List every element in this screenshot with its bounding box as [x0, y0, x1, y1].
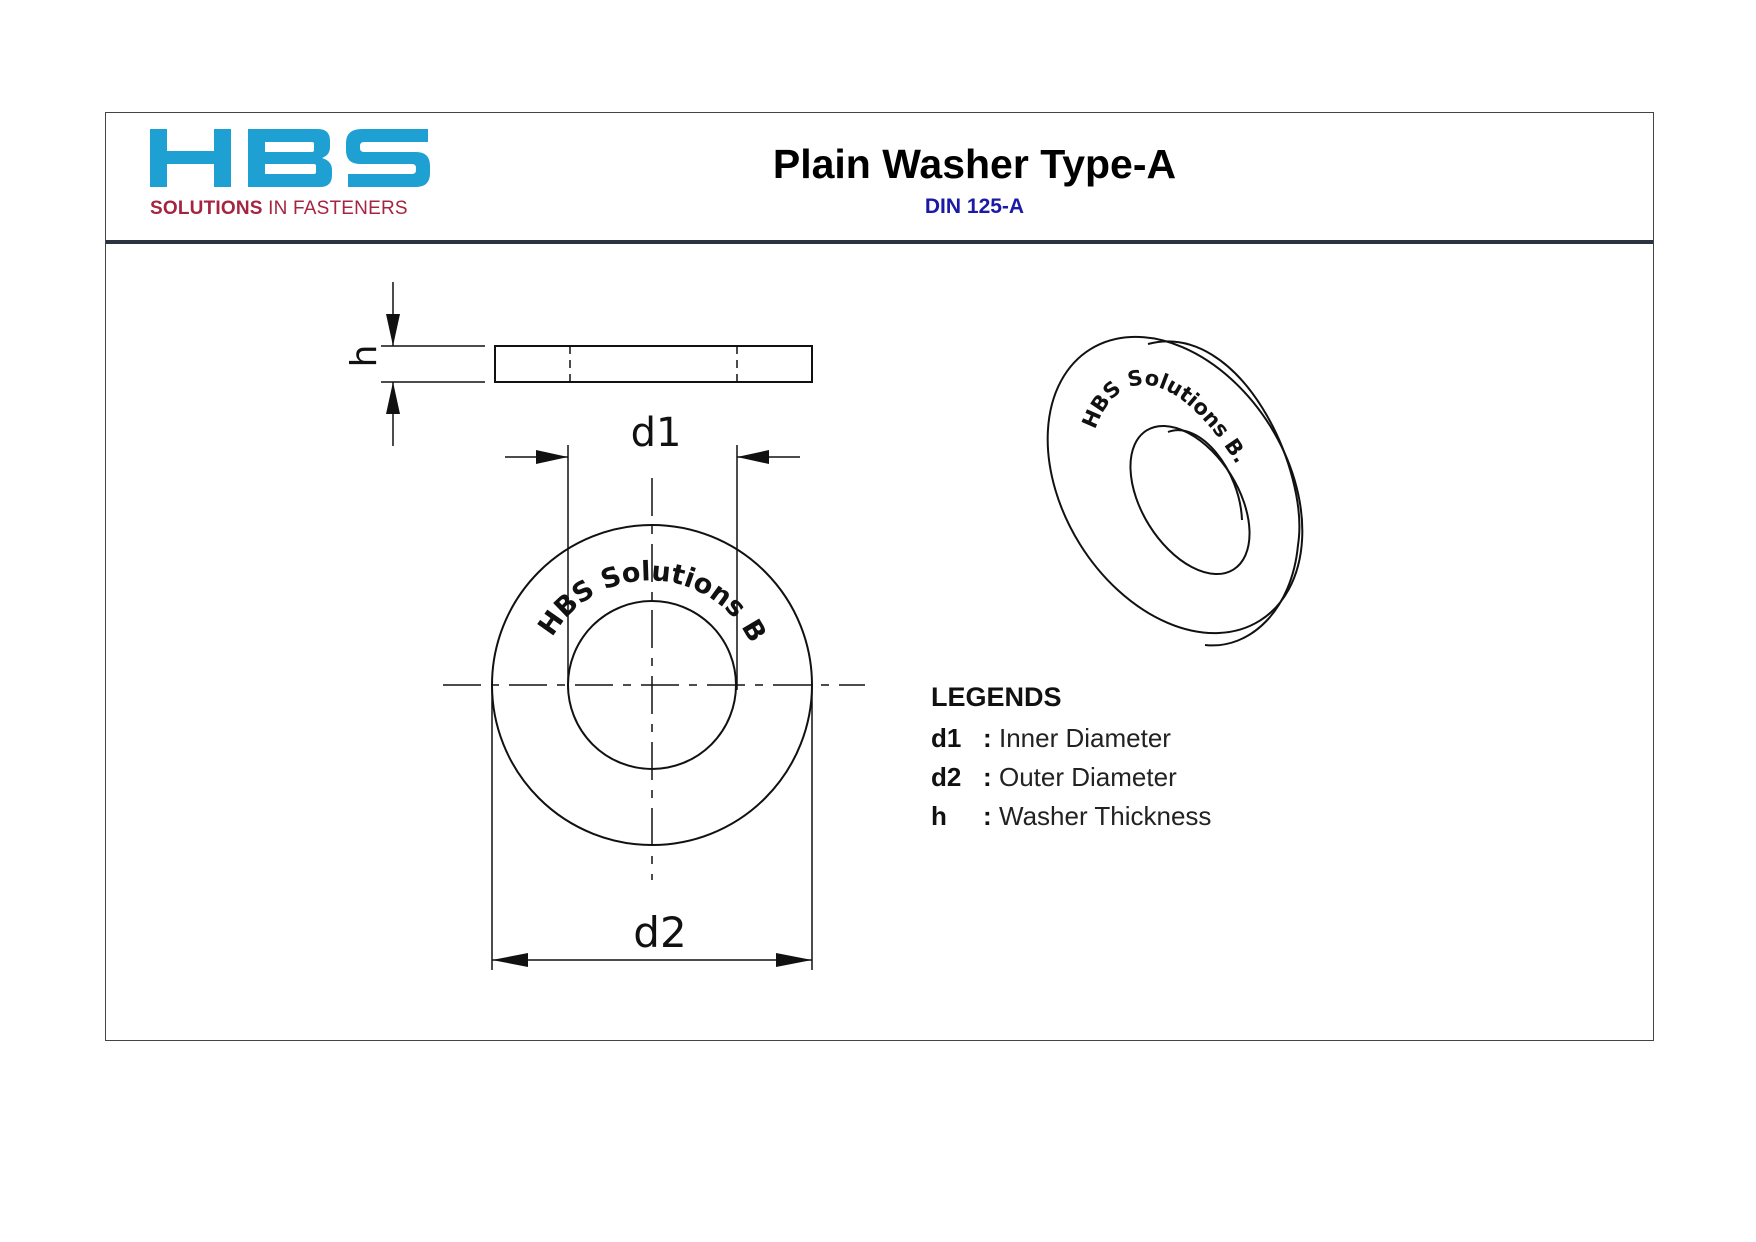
legend-description: Outer Diameter — [999, 762, 1177, 792]
standard-code: DIN 125-A — [924, 195, 1025, 218]
legend-colon: : — [983, 723, 992, 753]
washer-side-view — [494, 345, 813, 383]
legend-colon: : — [983, 762, 992, 792]
legend-description: Inner Diameter — [999, 723, 1171, 753]
legend-title: LEGENDS — [931, 682, 1062, 712]
legend-description: Washer Thickness — [999, 801, 1212, 831]
legend-symbol: h — [931, 801, 947, 831]
drawing-sheet: SOLUTIONS IN FASTENERS Plain Washer Type… — [105, 112, 1654, 1041]
legend-symbol: d1 — [931, 723, 962, 753]
legend-colon: : — [983, 801, 992, 831]
h-label: h — [344, 345, 385, 368]
page-title: Plain Washer Type-A — [772, 141, 1177, 187]
header: SOLUTIONS IN FASTENERS Plain Washer Type… — [106, 113, 1653, 244]
engraving-isometric: HBS Solutions B.V. — [0, 0, 1253, 467]
engraving-front: HBS Solutions B.V. — [0, 0, 772, 648]
legend-symbol: d2 — [931, 762, 962, 792]
logo-tagline: SOLUTIONS IN FASTENERS — [150, 198, 408, 219]
d2-label: d2 — [633, 908, 686, 957]
legend-item: h : Washer Thickness — [931, 801, 1211, 840]
d1-label: d1 — [631, 410, 682, 456]
legend: LEGENDS d1 : Inner Diameter d2 : Outer D… — [931, 682, 1211, 840]
hbs-logo-mark — [150, 129, 430, 187]
legend-item: d2 : Outer Diameter — [931, 762, 1211, 801]
washer-isometric-view — [1046, 335, 1304, 647]
legend-item: d1 : Inner Diameter — [931, 723, 1211, 762]
hbs-logo: SOLUTIONS IN FASTENERS — [150, 129, 440, 221]
